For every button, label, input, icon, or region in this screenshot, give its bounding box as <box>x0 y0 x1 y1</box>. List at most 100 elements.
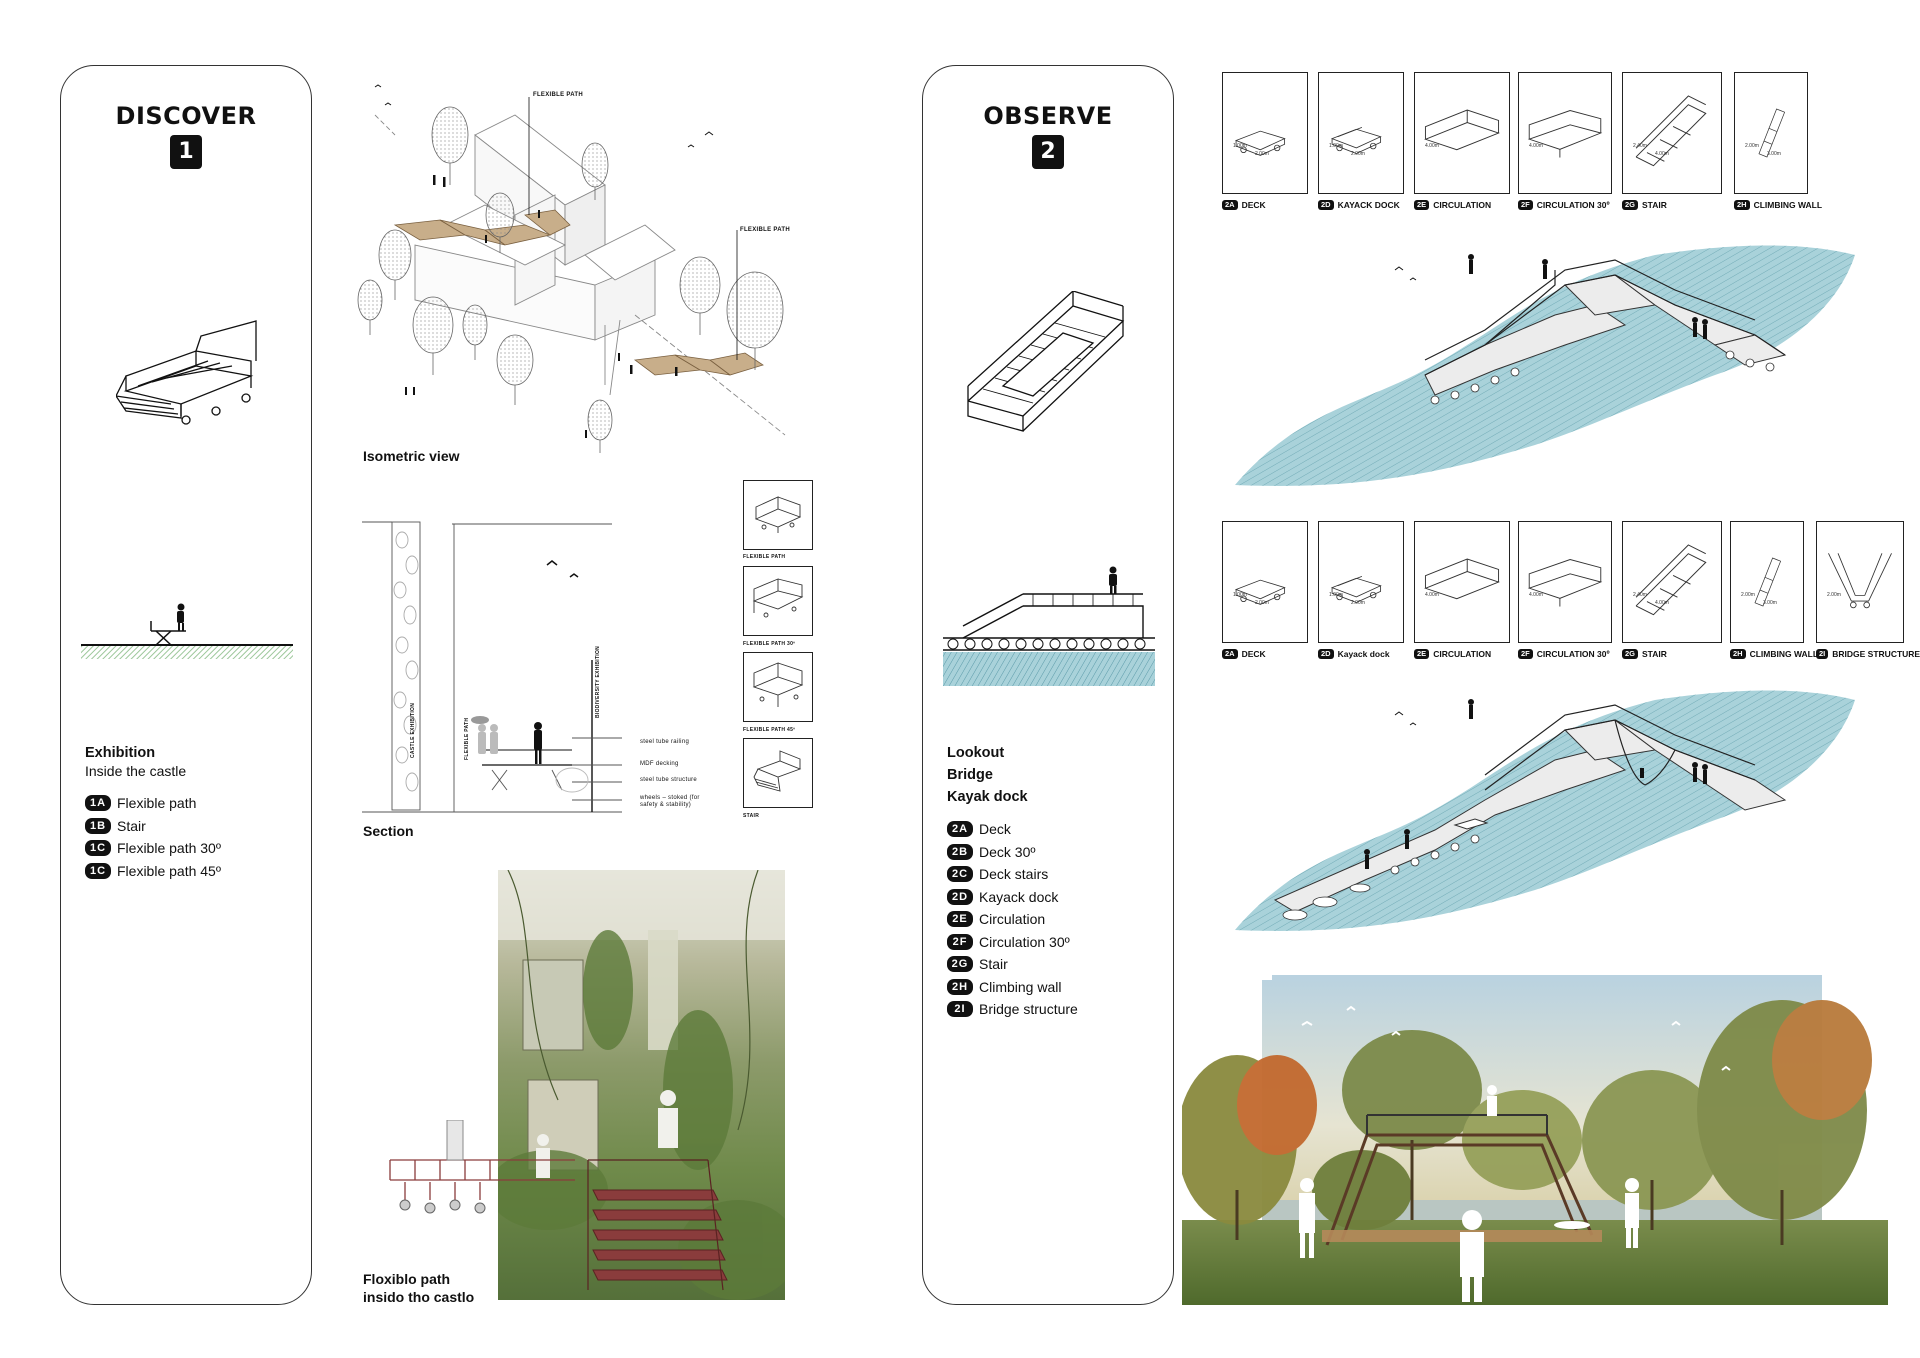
module-card-name: Kayack dock <box>1337 649 1390 659</box>
module-card-drawing <box>1828 553 1892 609</box>
module-code-badge: 2H <box>1734 200 1750 210</box>
bridge-isometric-1 <box>1235 245 1855 486</box>
legend-item-label: Flexible path <box>117 795 197 812</box>
module-card-name: CLIMBING WALL <box>1749 649 1819 659</box>
section-caption: Section <box>363 823 414 839</box>
iso-caption: Isometric view <box>363 448 460 464</box>
module-dimension-label: 1.00m <box>1329 143 1343 149</box>
flexible-path-overlay-drawing <box>389 1120 575 1214</box>
module-dimension-label: 2.00m <box>1741 592 1755 598</box>
module-dimension-label: 1.00m <box>1233 592 1247 598</box>
module-dimension-label: 2.00m <box>1255 151 1269 157</box>
flexible-path-module-drawing <box>116 320 257 425</box>
photo-caption-line2: insido tho castlo <box>363 1289 475 1305</box>
legend-item-label: Circulation <box>979 911 1046 928</box>
discover-number-badge: 1 <box>170 135 202 169</box>
module-card-label: FLEXIBLE PATH <box>743 554 786 560</box>
legend-item-label: Flexible path 30º <box>117 840 221 857</box>
module-dimension-label: 4.00m <box>1529 592 1543 598</box>
module-dimension-label: 1.00m <box>1233 143 1247 149</box>
module-code-badge: 2E <box>1414 649 1430 659</box>
legend-item-label: Deck 30º <box>979 843 1036 860</box>
observe-legend-item: 2H Climbing wall <box>947 976 1078 999</box>
module-dimension-label: 2.00m <box>1255 600 1269 606</box>
module-code-badge: 2A <box>1222 200 1238 210</box>
legend-code-badge: 2H <box>947 978 973 995</box>
module-card-drawing <box>1635 544 1707 616</box>
module-card-name: CLIMBING WALL <box>1753 200 1823 210</box>
module-dimension-label: 2.00m <box>1745 143 1759 149</box>
legend-item-label: Deck stairs <box>979 866 1049 883</box>
observe-panel: OBSERVE 2 <box>922 65 1174 1305</box>
module-card-name: STAIR <box>1642 649 1667 659</box>
module-card-name: STAIR <box>1642 200 1667 210</box>
module-card-drawing <box>1234 130 1286 156</box>
module-dimension-label: 4.00m <box>1425 143 1439 149</box>
photo-caption-line1: Floxiblo path <box>363 1271 451 1287</box>
bridge-isometric-2 <box>1235 690 1855 931</box>
module-card-name: CIRCULATION 30º <box>1536 649 1610 659</box>
module-card-name: KAYACK DOCK <box>1337 200 1400 210</box>
section-vertical-label: FLEXIBLE PATH <box>464 717 470 760</box>
park-render-drawing <box>1182 940 1888 1305</box>
legend-code-badge: 2C <box>947 866 973 883</box>
legend-code-badge: 1C <box>85 862 111 879</box>
module-card-2e: 4.00m <box>1414 521 1510 643</box>
module-card-name: DECK <box>1241 200 1266 210</box>
module-card-drawing <box>753 750 802 792</box>
module-card-flexible-path-45 <box>743 652 813 722</box>
iso-label-flexible-path: FLEXIBLE PATH <box>533 92 584 98</box>
module-card-drawing <box>1330 576 1382 603</box>
module-card-drawing <box>1758 108 1786 158</box>
module-code-badge: 2D <box>1318 649 1334 659</box>
legend-item-label: Flexible path 45º <box>117 862 221 879</box>
module-card-2h: 2.00m 3.00m <box>1730 521 1804 643</box>
module-dimension-label: 3.00m <box>1763 600 1777 606</box>
legend-code-badge: 2D <box>947 888 973 905</box>
section-label-wheels: wheels – stoked (for safety & stability) <box>640 795 700 808</box>
module-code-badge: 2F <box>1518 200 1533 210</box>
legend-code-badge: 2E <box>947 911 973 928</box>
discover-legend-item: 1C Flexible path 45º <box>85 860 221 883</box>
legend-code-badge: 1B <box>85 817 111 834</box>
observe-legend-line: Lookout <box>947 745 1005 761</box>
legend-item-label: Stair <box>117 817 146 834</box>
module-card-name: CIRCULATION 30º <box>1536 200 1610 210</box>
section-label-decking: MDF decking <box>640 761 679 767</box>
section-drawing <box>362 521 622 813</box>
section-vertical-label: CASTLE EXHIBITION <box>410 702 416 758</box>
module-dimension-label: 1.00m <box>1329 592 1343 598</box>
module-dimension-label: 4.00m <box>1655 600 1669 606</box>
module-code-badge: 2H <box>1730 649 1746 659</box>
module-card-2a: 1.00m 2.00m <box>1222 521 1308 643</box>
lookout-elevation-drawing <box>943 566 1155 686</box>
module-dimension-label: 4.00m <box>1529 143 1543 149</box>
module-code-badge: 2I <box>1816 649 1829 659</box>
legend-item-label: Climbing wall <box>979 978 1062 995</box>
legend-item-label: Kayack dock <box>979 888 1059 905</box>
module-card-name: CIRCULATION <box>1433 649 1492 659</box>
observe-legend-item: 2C Deck stairs <box>947 863 1078 886</box>
observe-legend-item: 2D Kayack dock <box>947 886 1078 909</box>
module-card-name: BRIDGE STRUCTURE <box>1832 649 1920 659</box>
observe-legend-item: 2E Circulation <box>947 908 1078 931</box>
module-dimension-label: 4.00m <box>1655 151 1669 157</box>
legend-code-badge: 1A <box>85 795 111 812</box>
module-dimension-label: 2.00m <box>1827 592 1841 598</box>
module-card-name: CIRCULATION <box>1433 200 1492 210</box>
discover-legend-item: 1A Flexible path <box>85 792 221 815</box>
